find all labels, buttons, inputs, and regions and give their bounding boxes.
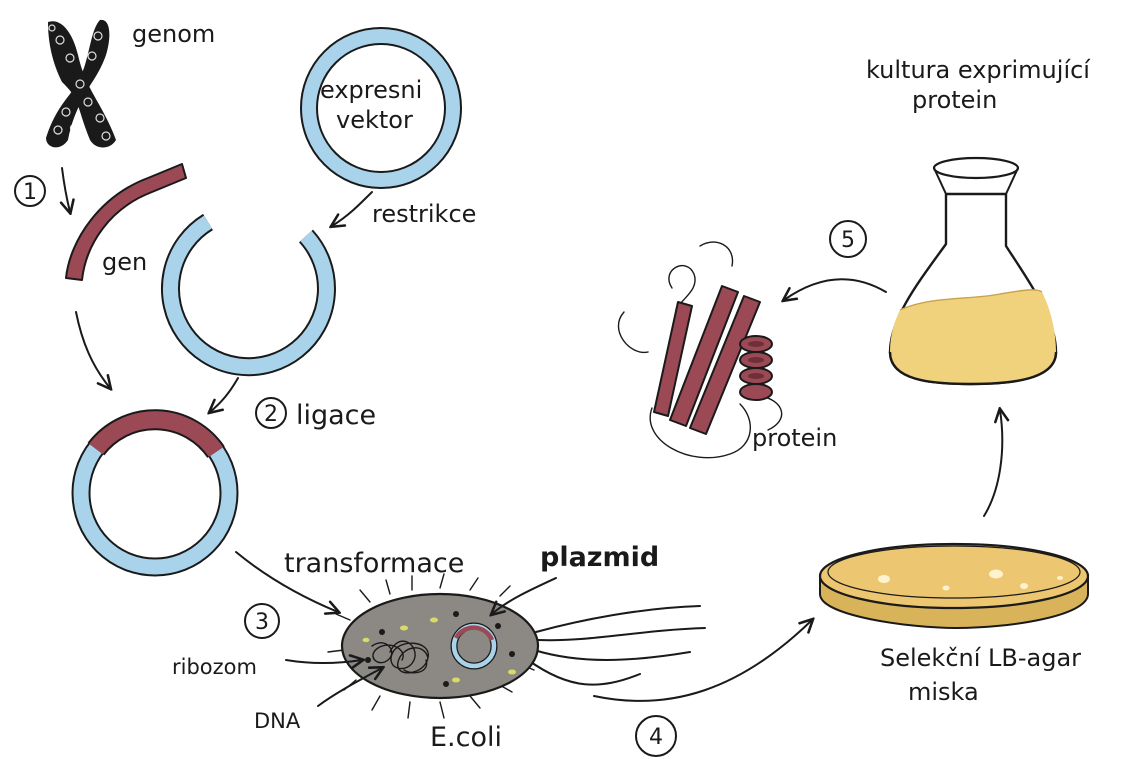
label-ribozom: ribozom [172, 655, 257, 679]
ecoli-bacterium-icon [328, 574, 705, 718]
label-genom: genom [132, 20, 215, 48]
arrow-to-flask [984, 410, 1002, 516]
arrow-to-plate [594, 620, 812, 701]
label-transformace: transformace [284, 548, 464, 579]
label-ecoli: E.coli [430, 722, 502, 753]
label-ligace: ligace [296, 400, 376, 431]
arrow-gene-to-plasmid [76, 312, 110, 388]
recombinant-plasmid-icon [81, 419, 229, 567]
step-5-badge: 5 [830, 221, 866, 257]
arrow-to-protein [784, 279, 886, 300]
label-vektor: vektor [336, 106, 413, 134]
label-dna: DNA [254, 709, 301, 733]
label-restrikce: restrikce [372, 200, 476, 228]
svg-text:1: 1 [23, 180, 37, 205]
label-kultura-line1: kultura exprimující [866, 56, 1091, 84]
label-gen: gen [102, 248, 147, 276]
arrow-genome-to-gene [62, 168, 70, 212]
label-expresni: expresni [320, 76, 422, 104]
svg-text:4: 4 [649, 725, 663, 750]
open-vector-icon [170, 222, 326, 367]
label-miska-line1: Selekční LB-agar [880, 644, 1081, 672]
step-2-badge: 2 [256, 398, 286, 428]
label-plazmid: plazmid [540, 542, 659, 573]
arrow-restriction [332, 192, 372, 226]
svg-text:5: 5 [841, 228, 855, 253]
step-4-badge: 4 [636, 716, 676, 756]
label-protein: protein [752, 424, 837, 452]
step-3-badge: 3 [245, 604, 279, 638]
culture-flask-icon [890, 158, 1056, 384]
agar-plate-icon [820, 544, 1088, 628]
label-miska-line2: miska [908, 678, 979, 706]
svg-text:3: 3 [255, 610, 269, 635]
svg-text:2: 2 [264, 402, 278, 427]
arrow-dna [318, 668, 382, 706]
label-kultura-line2: protein [912, 86, 997, 114]
chromosome-icon [46, 20, 116, 148]
step-1-badge: 1 [15, 176, 45, 206]
arrow-vector-to-plasmid [210, 378, 238, 412]
